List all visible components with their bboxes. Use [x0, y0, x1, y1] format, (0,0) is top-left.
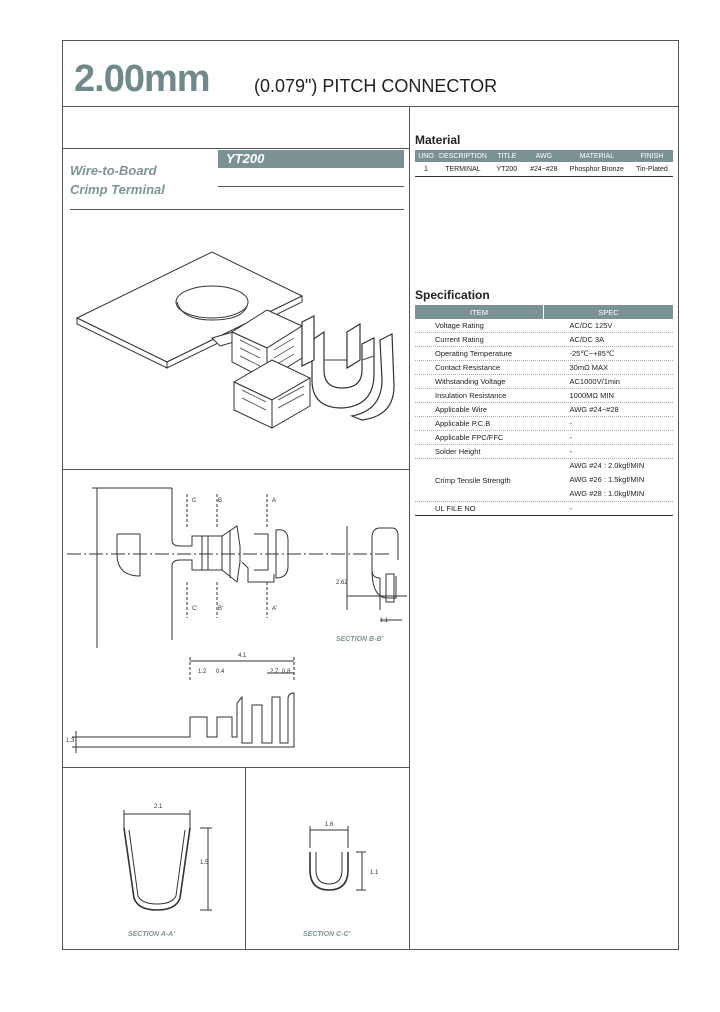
- material-col-awg: AWG: [524, 150, 563, 162]
- dim-2-7: 2.7: [270, 669, 279, 675]
- caption-section-c: SECTION C-C': [303, 931, 351, 938]
- spec-item: Crimp Tensile Strength: [415, 458, 544, 502]
- spec-item: Solder Height: [415, 444, 544, 459]
- divider-left-1: [62, 148, 409, 149]
- dim-4-1: 4.1: [238, 653, 247, 659]
- spec-value: 1000MΩ MIN: [543, 388, 673, 403]
- marker-b: B: [218, 498, 223, 504]
- spec-value: -: [543, 444, 673, 459]
- dim-1-5: 1.5: [200, 860, 209, 866]
- dim-1-1-c: 1.1: [370, 870, 379, 876]
- material-col-uno: UNO: [415, 150, 437, 162]
- divider-sections: [245, 767, 246, 950]
- spec-value-line: AWG #28 : 1.0kgf/MIN: [569, 489, 645, 498]
- specification-heading: Specification: [415, 288, 490, 302]
- spec-item: Applicable Wire: [415, 402, 544, 417]
- model-number: YT200: [218, 150, 404, 168]
- spec-item: Contact Resistance: [415, 360, 544, 375]
- spec-item: UL FILE NO: [415, 501, 544, 516]
- dim-1-1: 1.1: [380, 618, 389, 624]
- dim-1-6: 1.6: [325, 822, 334, 828]
- material-cell: Phosphor Bronze: [562, 162, 631, 177]
- spec-item: Withstanding Voltage: [415, 374, 544, 389]
- material-col-title: TITLE: [488, 150, 525, 162]
- marker-c-prime: C': [192, 606, 198, 612]
- sheet-frame: [62, 40, 679, 950]
- material-heading: Material: [415, 133, 461, 147]
- material-col-finish: FINISH: [630, 150, 673, 162]
- marker-a: A: [272, 498, 277, 504]
- marker-a-prime: A': [272, 606, 278, 612]
- spec-value: AC1000V/1min: [543, 374, 673, 389]
- marker-b-prime: B': [218, 606, 224, 612]
- spec-value-line: AWG #24 : 2.0kgf/MIN: [569, 461, 645, 470]
- model-underline-1: [218, 186, 404, 187]
- spec-value: -: [543, 430, 673, 445]
- dim-2-62: 2.62: [336, 580, 348, 586]
- material-cell: 1: [415, 162, 437, 177]
- spec-item: Applicable FPC/FFC: [415, 430, 544, 445]
- divider-vertical-main: [409, 107, 410, 950]
- spec-value: 30mΩ MAX: [543, 360, 673, 375]
- table-row: Applicable P.C.B-: [415, 416, 673, 431]
- table-row: 1 TERMINAL YT200 #24~#28 Phosphor Bronze…: [415, 162, 673, 177]
- spec-item: Applicable P.C.B: [415, 416, 544, 431]
- spec-value: -: [543, 416, 673, 431]
- spec-item: Operating Temperature: [415, 346, 544, 361]
- material-cell: YT200: [488, 162, 525, 177]
- dim-1-2: 1.2: [198, 669, 207, 675]
- divider-left-3: [62, 767, 409, 768]
- spec-item: Voltage Rating: [415, 319, 544, 333]
- spec-value: AC/DC 125V: [543, 319, 673, 333]
- caption-section-b: SECTION B-B': [336, 636, 384, 643]
- spec-value-multi: AWG #24 : 2.0kgf/MIN AWG #26 : 1.5kgf/MI…: [543, 458, 673, 502]
- side-view-drawing: [72, 657, 295, 753]
- table-row: Operating Temperature-25℃~+85℃: [415, 346, 673, 361]
- divider-left-2: [62, 469, 409, 470]
- product-type-line1: Wire-to-Board: [70, 163, 157, 178]
- product-type-line2: Crimp Terminal: [70, 182, 165, 197]
- table-row: Solder Height-: [415, 444, 673, 459]
- spec-value: -25℃~+85℃: [543, 346, 673, 361]
- section-b-drawing: [67, 487, 407, 648]
- terminal-isometric-illustration: [75, 251, 395, 429]
- dim-1-3: 1.3: [66, 738, 75, 744]
- table-row: Crimp Tensile Strength AWG #24 : 2.0kgf/…: [415, 458, 673, 502]
- caption-section-a: SECTION A-A': [128, 931, 175, 938]
- dim-2-1: 2.1: [154, 804, 163, 810]
- section-a-drawing: [123, 810, 212, 911]
- spec-col-spec: SPEC: [543, 305, 673, 319]
- table-row: UL FILE NO-: [415, 501, 673, 516]
- section-c-drawing: [309, 826, 366, 891]
- spec-value: -: [543, 501, 673, 516]
- title-bar: 2.00mm (0.079") PITCH CONNECTOR: [62, 40, 679, 107]
- spec-value: AWG #24~#28: [543, 402, 673, 417]
- spec-value: AC/DC 3A: [543, 332, 673, 347]
- material-col-description: DESCRIPTION: [437, 150, 489, 162]
- dim-0-8: 0.8: [282, 669, 291, 675]
- material-col-material: MATERIAL: [562, 150, 631, 162]
- table-row: Applicable FPC/FFC-: [415, 430, 673, 445]
- material-cell: Tin-Plated: [630, 162, 673, 177]
- material-cell: TERMINAL: [437, 162, 489, 177]
- spec-value-line: AWG #26 : 1.5kgf/MIN: [569, 475, 645, 484]
- model-underline-2: [70, 209, 404, 210]
- material-cell: #24~#28: [524, 162, 563, 177]
- dim-0-4: 0.4: [216, 669, 225, 675]
- spec-item: Current Rating: [415, 332, 544, 347]
- material-table: UNO DESCRIPTION TITLE AWG MATERIAL FINIS…: [415, 150, 673, 177]
- marker-c: C: [192, 498, 197, 504]
- title-description: (0.079") PITCH CONNECTOR: [254, 76, 498, 96]
- spec-col-item: ITEM: [415, 305, 544, 319]
- title-size: 2.00mm: [74, 58, 211, 100]
- spec-item: Insulation Resistance: [415, 388, 544, 403]
